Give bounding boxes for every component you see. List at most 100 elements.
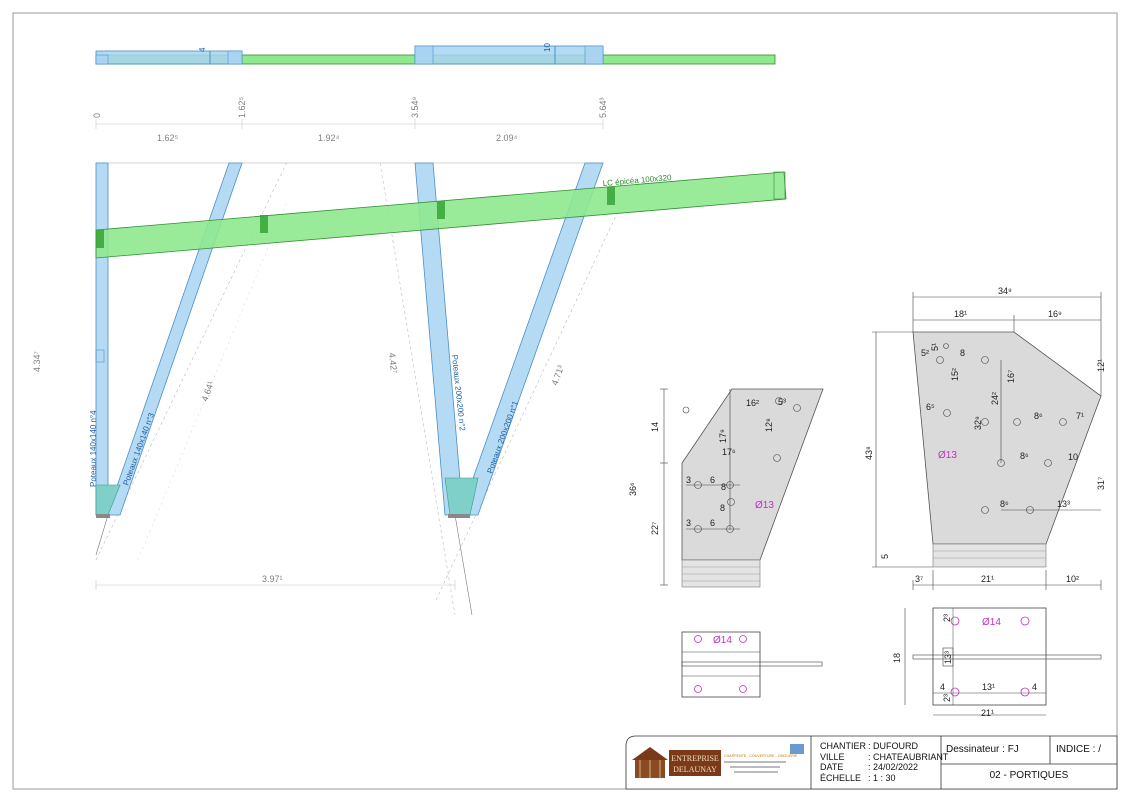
plate-large-dim-10-2: 10² (1066, 574, 1079, 584)
plate-large-dim-13-3: 13³ (1057, 499, 1070, 509)
base-plate-left (96, 514, 110, 518)
plate-small-dim-36-6: 36⁶ (628, 482, 638, 496)
plate-large-dim-15-2: 15² (950, 368, 960, 381)
plate-large-section-dim-13-3: 13³ (943, 651, 953, 664)
plate-small-section-hole-label: Ø14 (713, 635, 732, 646)
top-beam-mark-4: 4 (198, 47, 207, 52)
plate-large-dim-10: 10 (1068, 452, 1078, 462)
post-1 (459, 162, 604, 516)
purlin-block-3 (437, 201, 445, 219)
top-view: 4 10 0 1.62⁵ 3.54⁹ 5.64³ 1.62⁵ 1.92⁴ 2.0… (92, 43, 776, 143)
plate-large-section-dim-2-3b: 2³ (942, 694, 952, 702)
plate-large-section-dim-18: 18 (892, 653, 902, 663)
plate-large-section-plate (912, 654, 1102, 660)
plate-small-dim-3a: 3 (686, 475, 691, 485)
construction-line-c (379, 162, 456, 616)
construction-line-b (137, 199, 289, 561)
company-name-line2: DELAUNAY (673, 765, 717, 774)
plate-large-dim-8a: 8 (960, 348, 965, 358)
plate-small-section-plate (681, 661, 823, 667)
top-post-1 (584, 45, 604, 65)
plate-large-dim-6-5: 6⁵ (926, 402, 935, 412)
plate-large-dim-5-2: 5² (921, 348, 929, 358)
key-chantier: CHANTIER (820, 741, 867, 751)
sheet-border (12, 12, 1118, 790)
plate-large-dim-31-7: 31⁷ (1096, 477, 1106, 490)
plate-small-dim-6a: 6 (710, 475, 715, 485)
key-ville: VILLE (820, 751, 845, 762)
plate-small-dim-8a: 8 (720, 503, 725, 513)
plate-large-dim-8-6b: 8⁶ (1020, 451, 1029, 461)
plate-large-section-dim-21-1: 21¹ (981, 708, 994, 718)
plate-large-section-dim-4b: 4 (1032, 682, 1037, 692)
top-post-2 (414, 45, 434, 65)
post-label-4: Poteaux 140x140 n°4 (89, 410, 98, 487)
drawer-label: Dessinateur : FJ (946, 744, 1019, 755)
plate-small-dim-5-3: 5³ (778, 397, 786, 407)
value-chantier: : DUFOURD (868, 741, 918, 751)
plate-large-dim-5-1: 5¹ (930, 343, 940, 351)
plate-large-section (932, 607, 1047, 706)
top-post-4 (95, 54, 109, 65)
company-logo: ENTREPRISE DELAUNAY CHARPENTE - COUVERTU… (632, 744, 804, 778)
construction-line-d (435, 189, 629, 601)
plate-large-section-dim-2-3a: 2³ (942, 614, 952, 622)
plate-large-body (912, 331, 1102, 545)
plate-small-hole-label: Ø13 (755, 500, 774, 511)
plate-large-dim-8-6c: 8⁶ (1000, 499, 1009, 509)
plate-large-dim-8-6a: 8⁶ (1034, 411, 1043, 421)
construction-line-a (95, 159, 289, 561)
plate-large-base (932, 543, 1047, 568)
span-dim-3: 2.09⁴ (496, 133, 518, 143)
height-dim-post-3: 4.64¹ (199, 380, 215, 403)
post-4-notch (95, 349, 105, 363)
height-dim-post-1: 4.71³ (549, 364, 565, 387)
plate-large-dim-21-1: 21¹ (981, 574, 994, 584)
plate-small-dim-12-8: 12⁸ (764, 418, 774, 432)
plate-large-dim-5: 5 (880, 554, 890, 559)
span-dim-1: 1.62⁵ (157, 133, 179, 143)
plate-small-dim-17-6: 17⁶ (722, 447, 736, 457)
plate-large-view: 34⁹ 18¹ 16⁹ 43⁸ 12¹ 31⁷ 5 3⁷ 21¹ 10² 5² … (864, 286, 1106, 718)
span-dim-2: 1.92⁴ (318, 133, 340, 143)
plate-small-body (681, 388, 824, 561)
plate-large-dim-16-9: 16⁹ (1048, 309, 1062, 319)
key-echelle: ÉCHELLE (820, 772, 862, 783)
project-values: : DUFOURD : CHATEAUBRIANT : 24/02/2022 :… (868, 741, 948, 783)
plate-large-dim-43-8: 43⁸ (864, 446, 874, 460)
value-ville: : CHATEAUBRIANT (868, 751, 949, 762)
elevation-view: LC épicéa 100x320 Poteaux 140x140 n°4 Po… (32, 159, 787, 616)
position-dim-1: 1.62⁵ (237, 96, 247, 118)
plate-large-section-hole-label: Ø14 (982, 617, 1001, 628)
plate-large-section-dim-4a: 4 (940, 682, 945, 692)
plate-small-dim-3b: 3 (686, 518, 691, 528)
value-echelle: : 1 : 30 (868, 772, 896, 783)
position-dim-3: 5.64³ (598, 97, 608, 118)
position-dim-0: 0 (92, 113, 102, 118)
top-post-3 (227, 50, 243, 65)
purlin-block-4 (607, 187, 615, 205)
plate-large-dim-3-7: 3⁷ (915, 574, 923, 584)
purlin-end (773, 171, 786, 200)
plate-large-dim-12-1: 12¹ (1096, 359, 1106, 372)
position-dim-2: 3.54⁹ (410, 96, 420, 118)
plate-small-dim-14: 14 (650, 422, 660, 432)
plate-large-dim-34-9: 34⁹ (998, 286, 1012, 296)
plate-large-dim-18-1: 18¹ (954, 309, 967, 319)
height-dim-post-4: 4.34⁷ (32, 351, 42, 372)
purlin-block-2 (260, 215, 268, 233)
plate-small-view: 16² 14 36⁶ 22⁷ 17⁹ 17⁶ 12⁸ 5³ 3 6 3 6 8 … (628, 388, 824, 698)
company-name-line1: ENTREPRISE (671, 754, 719, 763)
height-dim-post-2: 4.42⁷ (387, 352, 399, 374)
plate-large-dim-32-9: 32⁹ (973, 416, 983, 430)
plate-large-section-dim-13-1: 13¹ (982, 682, 995, 692)
project-keys: CHANTIER VILLE DATE ÉCHELLE (820, 741, 866, 783)
top-beam-blue-left (95, 50, 243, 65)
plate-large-dim-7-1: 7¹ (1076, 411, 1084, 421)
plate-large-hole-label: Ø13 (938, 450, 957, 461)
plate-small-dim-6b: 6 (710, 518, 715, 528)
plate-small-dim-8b: 8 (721, 482, 726, 492)
value-date: : 24/02/2022 (868, 762, 919, 772)
purlin-block-1 (96, 230, 104, 248)
